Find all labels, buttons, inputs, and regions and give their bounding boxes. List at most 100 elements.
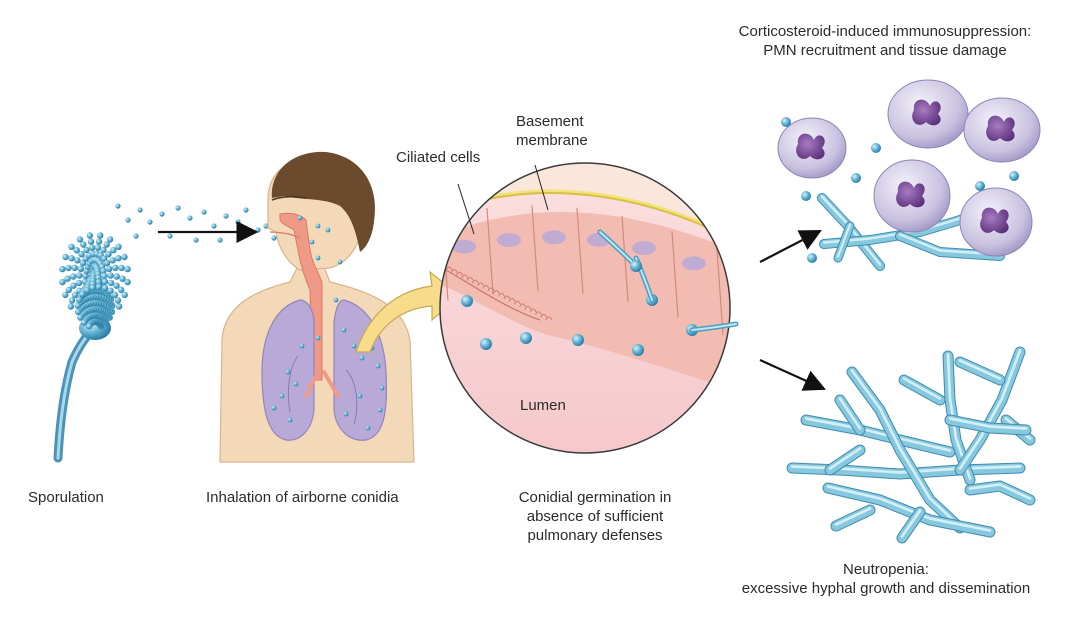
- cilium: [466, 277, 474, 281]
- conidium: [309, 239, 315, 245]
- conidium: [101, 278, 109, 285]
- conidium: [65, 264, 72, 272]
- conidium: [375, 363, 381, 369]
- conidium: [572, 334, 584, 346]
- conidium: [201, 209, 207, 215]
- hypha: [823, 483, 995, 537]
- conidium: [101, 272, 108, 280]
- conidium: [119, 275, 126, 282]
- conidium: [59, 265, 66, 273]
- hypha: [787, 463, 1025, 479]
- conidium: [64, 275, 71, 282]
- conidium: [630, 260, 642, 272]
- conidium: [87, 238, 95, 245]
- conidium: [62, 291, 69, 299]
- cilium: [508, 298, 516, 302]
- conidium: [70, 282, 77, 289]
- conidium: [74, 308, 82, 315]
- pointer-ciliated-cells: [457, 183, 475, 235]
- hypha: [831, 505, 875, 531]
- conidium: [107, 287, 114, 294]
- cell-wall: [671, 231, 679, 318]
- conidium: [211, 223, 217, 229]
- conidium: [82, 272, 89, 280]
- conidium: [133, 233, 139, 239]
- cilium: [503, 295, 511, 300]
- conidium: [255, 227, 261, 233]
- conidium: [114, 297, 122, 304]
- conidium: [71, 264, 78, 271]
- neutrophil-nucleus: [912, 99, 941, 126]
- label-lumen: Lumen: [520, 397, 566, 414]
- hypha-highlight: [958, 349, 1022, 470]
- hypha-highlight: [828, 447, 862, 470]
- hypha: [945, 415, 1031, 435]
- conidium: [88, 244, 96, 251]
- conidium: [94, 244, 102, 251]
- hypha-highlight: [836, 223, 852, 258]
- cilium: [492, 290, 500, 294]
- conidium: [121, 253, 128, 261]
- arrow-to-neutropenia: [759, 358, 827, 391]
- cell-wall: [531, 205, 539, 292]
- conidium: [85, 322, 93, 330]
- cell-nucleus: [542, 230, 566, 245]
- conidium: [271, 235, 277, 241]
- conidium: [341, 327, 347, 333]
- conidium: [113, 282, 120, 289]
- neutrophil-nucleus: [986, 115, 1015, 142]
- conidium: [77, 314, 84, 321]
- conidium: [801, 191, 811, 201]
- conidia-chains: [59, 232, 131, 330]
- conidium: [71, 291, 79, 299]
- germ-tube-highlight: [691, 323, 737, 331]
- conidium: [193, 237, 199, 243]
- conidium: [807, 253, 817, 263]
- conidium: [243, 207, 249, 213]
- conidium: [105, 251, 112, 258]
- conidium: [187, 215, 193, 221]
- conidium: [78, 251, 85, 258]
- cilium: [535, 311, 542, 315]
- neutrophil-nucleus: [896, 181, 925, 208]
- hypha-highlight: [790, 465, 1022, 474]
- magnified-airway-view: [439, 162, 739, 454]
- label-germination: Conidial germination in absence of suffi…: [518, 489, 672, 544]
- neutrophils: [777, 79, 1041, 257]
- conidium: [351, 343, 357, 349]
- conidium: [975, 181, 985, 191]
- conidium: [115, 203, 121, 209]
- pointer-basement-membrane: [534, 164, 549, 211]
- conidium: [271, 405, 277, 411]
- conidium: [103, 259, 111, 267]
- conidium: [100, 267, 107, 275]
- hypha: [965, 481, 1035, 505]
- conidium: [83, 246, 90, 254]
- cell-nucleus: [497, 233, 521, 248]
- label-inhalation: Inhalation of airborne conidia: [206, 489, 399, 506]
- conidium: [77, 265, 85, 272]
- conidium: [147, 219, 153, 225]
- conidium: [223, 213, 229, 219]
- conidium: [124, 278, 131, 286]
- conidium: [287, 417, 293, 423]
- conidium: [80, 319, 88, 326]
- cell-nucleus: [632, 241, 656, 256]
- cell-nucleus: [727, 274, 730, 289]
- hypha-highlight: [826, 485, 992, 532]
- conidium: [68, 243, 75, 250]
- conidium: [103, 241, 110, 248]
- conidium: [365, 425, 371, 431]
- conidium: [76, 296, 83, 303]
- conidium: [101, 284, 109, 292]
- hypha: [955, 357, 1005, 385]
- hypha-highlight: [958, 359, 1002, 380]
- cell-wall: [716, 249, 724, 336]
- conidium: [95, 283, 103, 290]
- cilium: [498, 292, 506, 297]
- conidium: [118, 286, 125, 293]
- conidium: [115, 255, 122, 262]
- conidium: [237, 233, 243, 239]
